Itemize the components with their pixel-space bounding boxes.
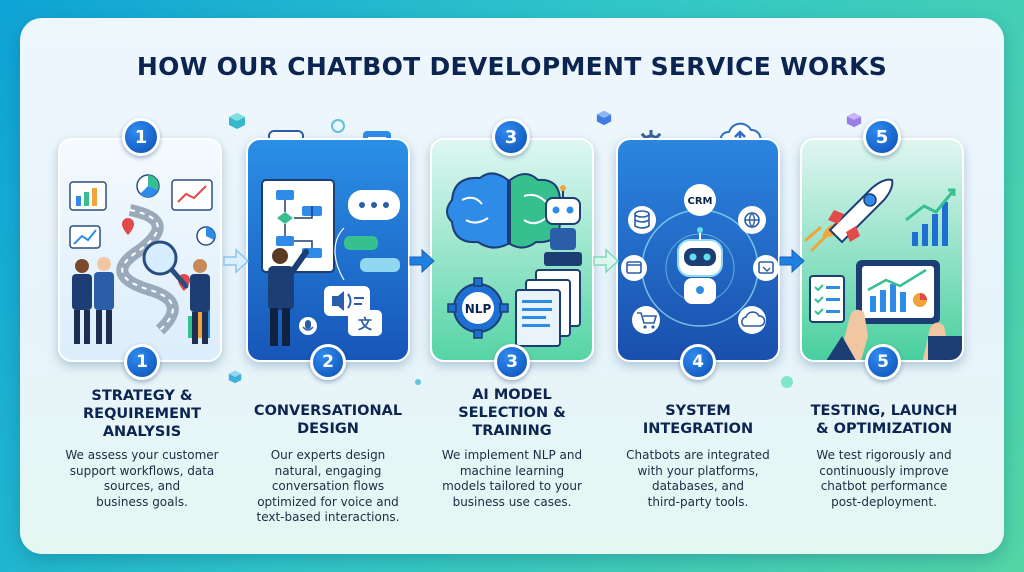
team-people-icon — [268, 248, 309, 346]
step-4-number-badge: 4 — [680, 344, 716, 380]
floating-ring-icon — [331, 119, 345, 133]
step-1-top-badge: 1 — [122, 118, 160, 156]
globe-icon — [738, 206, 766, 234]
step-1-card — [58, 138, 222, 362]
step-4-title: SYSTEM INTEGRATION — [642, 403, 754, 437]
flow-arrow-4-5 — [779, 248, 805, 274]
step-1-title: STRATEGY & REQUIREMENT ANALYSIS — [83, 388, 201, 440]
step-4-card: CRM — [616, 138, 780, 362]
step-5-top-badge: 5 — [863, 118, 901, 156]
translate-icon: 文 — [299, 310, 382, 336]
step-1-description: We assess your customer support workflow… — [65, 448, 219, 509]
cart-icon — [632, 306, 660, 334]
page-title: HOW OUR CHATBOT DEVELOPMENT SERVICE WORK… — [136, 52, 888, 81]
cloud-icon — [738, 306, 766, 334]
nlp-gear-icon: NLP — [447, 277, 509, 339]
window-icon — [753, 255, 778, 281]
magnifier-icon — [142, 240, 189, 289]
floating-dot-icon — [415, 379, 421, 385]
database-icon — [628, 206, 656, 234]
crm-label: CRM — [688, 196, 713, 207]
voice-icon — [324, 286, 370, 316]
svg-text:文: 文 — [358, 316, 373, 333]
step-5-title: TESTING, LAUNCH & OPTIMIZATION — [810, 403, 958, 437]
step-1-number-badge: 1 — [124, 344, 160, 380]
step-3-top-badge: 3 — [492, 118, 530, 156]
checklist-icon — [809, 275, 845, 323]
floating-cube-icon — [228, 370, 242, 384]
chat-bubble-icon — [334, 190, 400, 281]
hands-icon — [826, 309, 962, 360]
documents-icon — [515, 269, 581, 347]
tablet-chart-icon — [856, 260, 940, 324]
step-5-card — [800, 138, 964, 362]
floating-cube-icon — [846, 112, 862, 128]
flow-arrow-2-3 — [409, 248, 435, 274]
step-2-title: CONVERSATIONAL DESIGN — [253, 403, 403, 437]
step-4-description: Chatbots are integrated with your platfo… — [626, 448, 770, 509]
flow-arrow-1-2 — [223, 248, 250, 274]
step-3-card: NLP — [430, 138, 594, 362]
step-2-description: Our experts design natural, engaging con… — [256, 448, 400, 524]
step-3-description: We implement NLP and machine learning mo… — [441, 448, 583, 509]
chatbot-hub-icon — [677, 227, 723, 304]
crm-icon: CRM — [684, 184, 716, 216]
nlp-label: NLP — [465, 302, 492, 316]
growth-chart-icon — [905, 188, 956, 246]
step-5-description: We test rigorously and continuously impr… — [816, 448, 952, 509]
browser-icon — [621, 255, 647, 281]
step-3-number-badge: 3 — [494, 344, 530, 380]
floating-cube-icon — [229, 113, 245, 129]
team-people-icon — [72, 257, 210, 344]
flow-arrow-3-4 — [593, 248, 620, 274]
step-5-number-badge: 5 — [865, 344, 901, 380]
rocket-icon — [804, 178, 894, 252]
floating-cube-icon — [596, 110, 612, 126]
robot-icon — [544, 185, 582, 266]
step-2-card: 文 — [246, 138, 410, 362]
step-2-number-badge: 2 — [310, 344, 346, 380]
step-3-title: AI MODEL SELECTION & TRAINING — [458, 387, 566, 439]
analytics-dashboard-icon — [69, 174, 216, 249]
floating-orb-icon — [781, 376, 793, 388]
